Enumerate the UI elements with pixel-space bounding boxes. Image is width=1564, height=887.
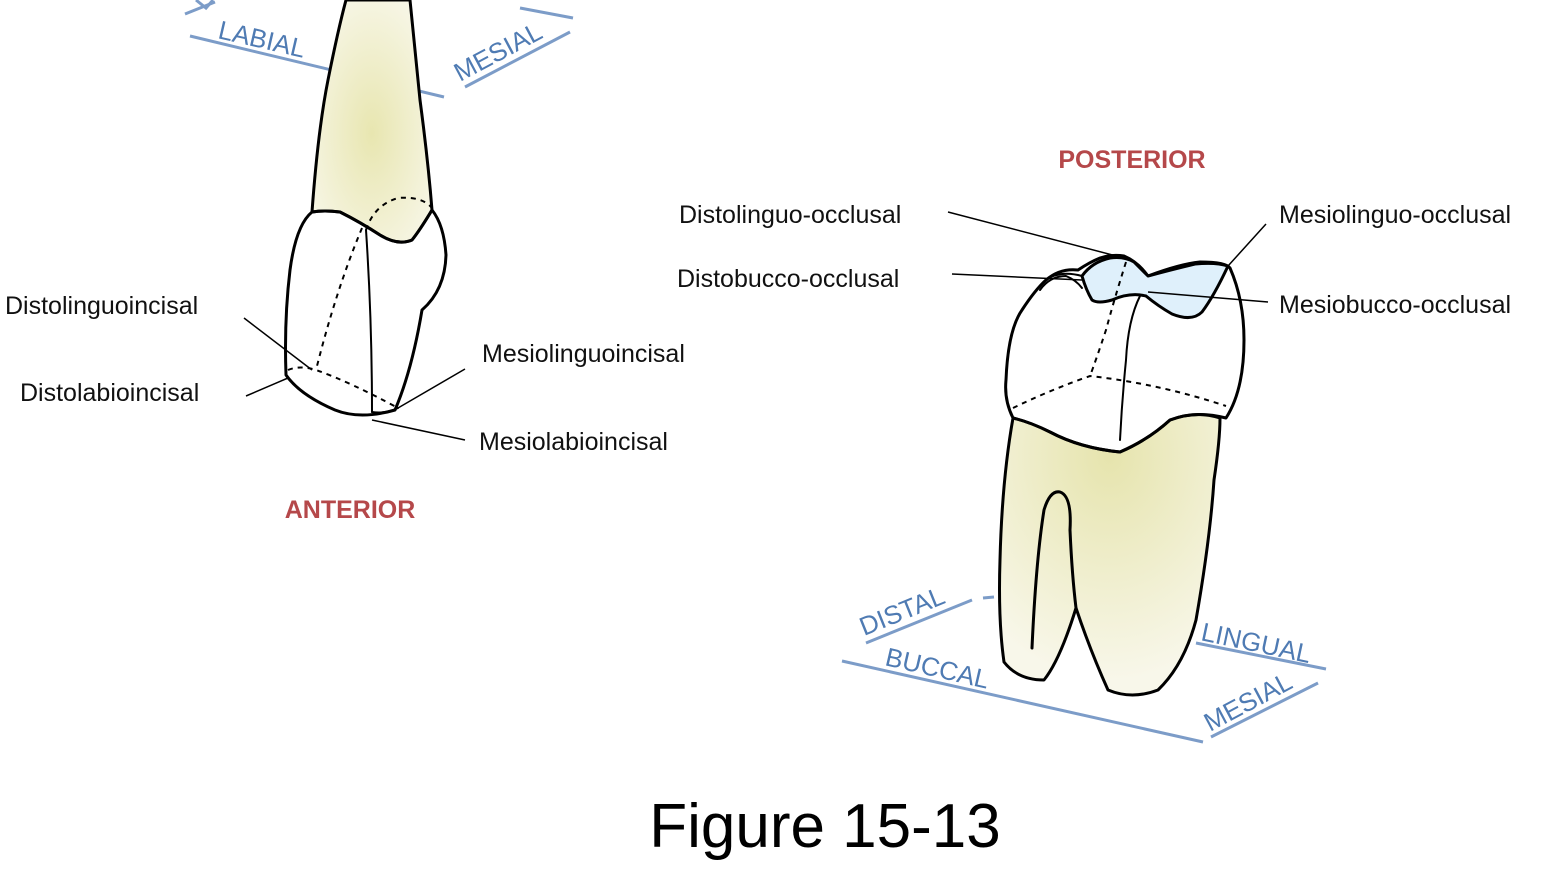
mesiolinguoincisal-leader	[397, 368, 466, 409]
anterior-lingual-ridge	[315, 227, 363, 371]
posterior-occlusal-table	[1080, 256, 1230, 319]
distolinguo-occlusal-leader	[947, 211, 1125, 259]
posterior-tooth: POSTERIOR DISTAL BUCCAL LINGUAL MESIAL	[677, 146, 1511, 744]
mesiobucco-occlusal-label: Mesiobucco-occlusal	[1279, 291, 1511, 319]
posterior-distal-axis-tick	[982, 595, 995, 600]
posterior-crown	[1004, 253, 1246, 454]
mesiolinguoincisal-label: Mesiolinguoincisal	[482, 340, 685, 368]
posterior-section-label: POSTERIOR	[1058, 146, 1205, 174]
posterior-distal-marginal-ridge	[1039, 274, 1083, 291]
anterior-root	[310, 0, 434, 244]
posterior-root-furcation	[1030, 490, 1078, 650]
posterior-lingual-contour	[1089, 261, 1127, 377]
posterior-distal-label: DISTAL	[855, 580, 949, 641]
anterior-tooth: LABIAL MESIAL Distolinguoincisal Distola…	[5, 0, 685, 524]
distobucco-occlusal-label: Distobucco-occlusal	[677, 265, 899, 293]
anterior-top-right-axis-line	[519, 6, 574, 20]
posterior-distal-axis-line	[865, 598, 973, 645]
anterior-labial-label: LABIAL	[216, 15, 309, 64]
mesiolabioincisal-label: Mesiolabioincisal	[479, 428, 668, 456]
posterior-lingual-label: LINGUAL	[1199, 617, 1314, 669]
posterior-mesial-axis-line	[1210, 681, 1319, 739]
anterior-incisal-edge	[287, 366, 399, 409]
anterior-lingual-contour	[365, 196, 433, 231]
anterior-section-label: ANTERIOR	[285, 496, 416, 524]
distolinguoincisal-label: Distolinguoincisal	[5, 292, 198, 320]
posterior-cervical-contour	[1012, 374, 1227, 409]
figure-caption: Figure 15-13	[649, 792, 1001, 861]
mesiolinguo-occlusal-leader	[1227, 223, 1267, 267]
distolabioincisal-leader	[245, 377, 289, 397]
anterior-labial-ridge-line	[365, 229, 373, 413]
anterior-crown	[284, 208, 448, 417]
distobucco-occlusal-leader	[951, 273, 1083, 281]
posterior-buccal-groove	[1119, 295, 1141, 441]
posterior-lingual-axis-line	[1195, 641, 1327, 671]
anterior-cropped-label-mark	[195, 0, 215, 11]
posterior-buccal-axis-line	[841, 659, 1204, 744]
anterior-incisal-corner	[371, 407, 399, 414]
mesiobucco-occlusal-leader	[1147, 291, 1269, 303]
anterior-mesial-axis-line	[464, 30, 571, 89]
distolabioincisal-label: Distolabioincisal	[20, 379, 199, 407]
mesiolinguo-occlusal-label: Mesiolinguo-occlusal	[1279, 201, 1511, 229]
distolinguoincisal-leader	[243, 317, 313, 371]
mesiolabioincisal-leader	[371, 419, 466, 441]
distolinguo-occlusal-label: Distolinguo-occlusal	[679, 201, 901, 229]
posterior-buccal-label: BUCCAL	[883, 642, 993, 695]
posterior-root	[998, 413, 1222, 697]
